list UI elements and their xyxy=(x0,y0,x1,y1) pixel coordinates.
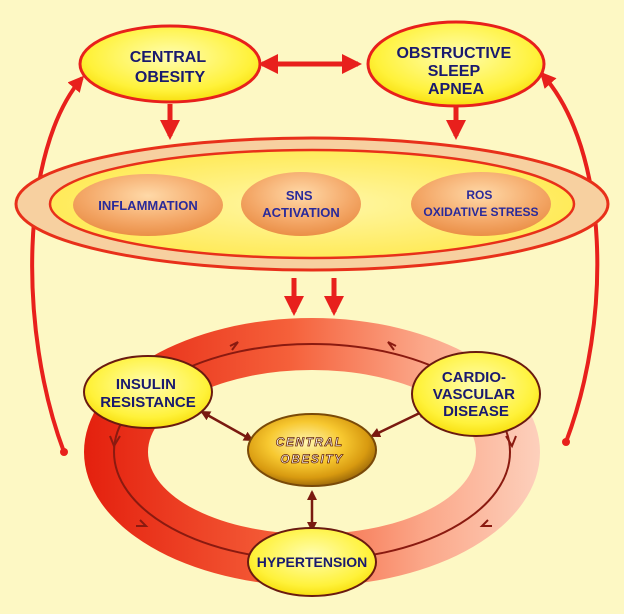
center-obesity-line1: CENTRAL xyxy=(276,435,344,449)
svg-text:ROS OXIDATIVE STRESS: ROS OXIDATIVE STRESS xyxy=(423,188,538,219)
node-obstructive-sleep-apnea: OBSTRUCTIVE SLEEP APNEA xyxy=(366,20,546,108)
svg-text:INSULIN RESISTANCE: INSULIN RESISTANCE xyxy=(100,376,196,411)
apnea-line1: OBSTRUCTIVE xyxy=(396,45,511,62)
ros-line1: ROS xyxy=(466,188,492,202)
hypertension-label: HYPERTENSION xyxy=(257,554,367,570)
node-hypertension: HYPERTENSION xyxy=(247,527,377,597)
inflammation-label: INFLAMMATION xyxy=(98,198,197,213)
insulin-line2: RESISTANCE xyxy=(100,394,196,411)
node-central-obesity-top: CENTRAL OBESITY xyxy=(78,24,262,104)
node-insulin-resistance: INSULIN RESISTANCE xyxy=(83,355,213,429)
svg-text:CARDIO- VASCULAR D: CARDIO- VASCULAR DISEASE xyxy=(433,369,519,420)
node-sns-activation: SNS ACTIVATION xyxy=(241,172,361,236)
svg-text:CENTRAL OBESITY: CENTRAL OBESITY xyxy=(276,435,348,466)
svg-text:SNS ACTIVATION: SNS ACTIVATION xyxy=(262,188,340,220)
ros-line2: OXIDATIVE STRESS xyxy=(423,205,538,219)
sns-line1: SNS xyxy=(286,188,313,203)
cardio-line2: VASCULAR xyxy=(433,386,515,403)
central-obesity-top-line2: OBESITY xyxy=(135,69,206,86)
apnea-line3: APNEA xyxy=(428,81,484,98)
node-cardiovascular-disease: CARDIO- VASCULAR DISEASE xyxy=(411,351,541,437)
insulin-line1: INSULIN xyxy=(116,376,176,393)
apnea-line2: SLEEP xyxy=(428,63,481,80)
node-central-obesity-center: CENTRAL OBESITY xyxy=(247,413,377,487)
cardio-line1: CARDIO- xyxy=(442,369,506,386)
svg-text:OBSTRUCTIVE SLEEP: OBSTRUCTIVE SLEEP APNEA xyxy=(396,45,515,98)
svg-text:INFLAMMATION: INFLAMMATION xyxy=(98,198,197,213)
left-arc-dot xyxy=(60,448,68,456)
node-ros-oxidative-stress: ROS OXIDATIVE STRESS xyxy=(411,172,551,236)
sns-line2: ACTIVATION xyxy=(262,205,340,220)
left-feedback-arc xyxy=(30,75,85,453)
cardio-line3: DISEASE xyxy=(443,403,509,420)
arrow-center-to-cardio xyxy=(370,408,428,438)
central-obesity-top-line1: CENTRAL xyxy=(130,49,207,66)
node-inflammation: INFLAMMATION xyxy=(73,174,223,236)
svg-text:HYPERTENSION: HYPERTENSION xyxy=(257,554,367,570)
center-obesity-line2: OBESITY xyxy=(280,452,343,466)
right-arc-dot xyxy=(562,438,570,446)
arrow-center-to-insulin xyxy=(200,410,254,442)
right-feedback-arc xyxy=(539,71,600,443)
svg-text:CENTRAL OBESITY: CENTRAL OBESITY xyxy=(130,49,211,86)
